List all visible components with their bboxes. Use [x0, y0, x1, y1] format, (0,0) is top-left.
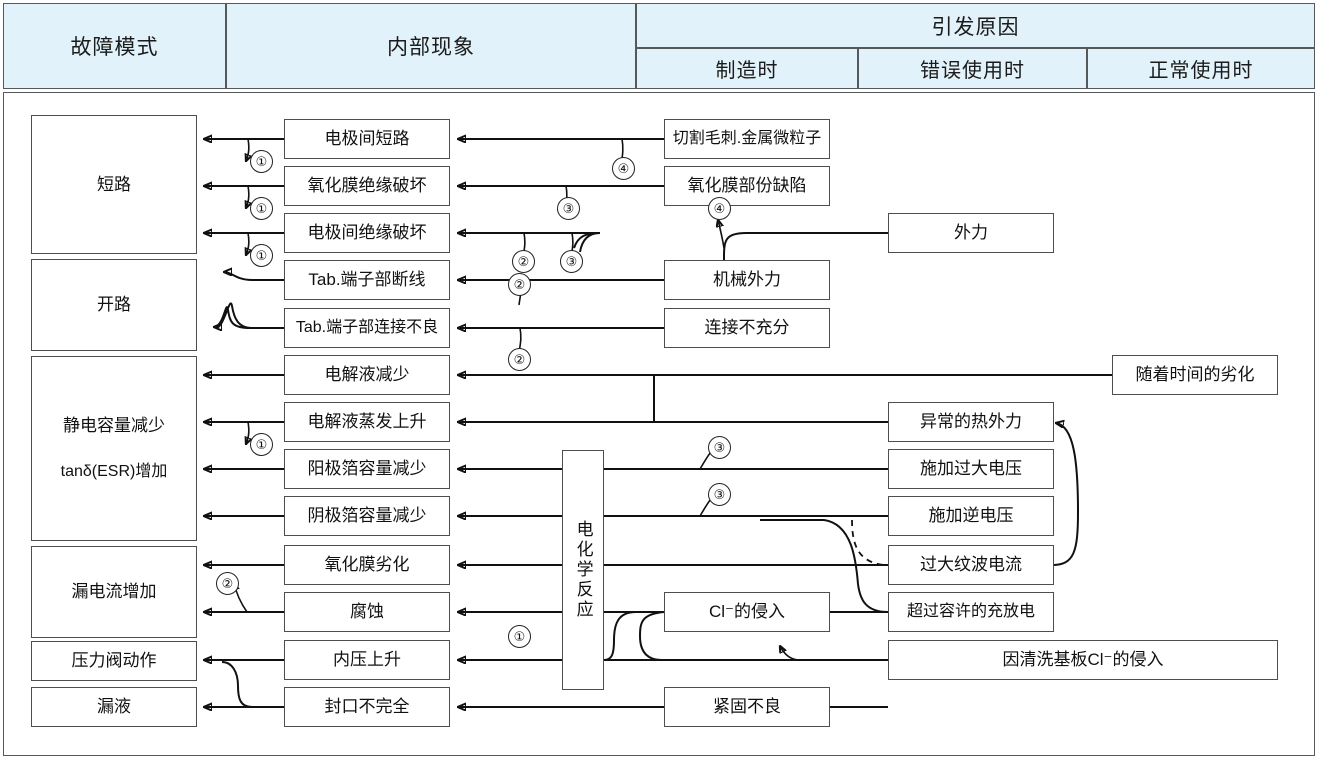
- capacitance-drop-line2: tanδ(ESR)增加: [60, 463, 168, 481]
- step-marker-2a: ②: [512, 250, 535, 273]
- step-marker-3a: ③: [557, 197, 580, 220]
- internal-box-electrolyte-decrease[interactable]: 电解液减少: [284, 355, 450, 395]
- cause-box-chloride-intrusion[interactable]: Cl⁻的侵入: [664, 592, 830, 632]
- header-cell-failure-mode: 故障模式: [3, 3, 226, 89]
- internal-box-oxide-degradation[interactable]: 氧化膜劣化: [284, 545, 450, 585]
- step-marker-3b: ③: [560, 250, 583, 273]
- step-marker-4a: ④: [612, 157, 635, 180]
- internal-box-anode-foil-capacity-drop[interactable]: 阳极箔容量减少: [284, 449, 450, 489]
- step-marker-2b: ②: [508, 273, 531, 296]
- internal-box-interelectrode-short[interactable]: 电极间短路: [284, 119, 450, 159]
- step-marker-3c: ③: [708, 436, 731, 459]
- failure-mode-box-liquid-leak[interactable]: 漏液: [31, 687, 197, 727]
- cause-box-excessive-ripple-current[interactable]: 过大纹波电流: [888, 545, 1054, 585]
- header-cell-misuse: 错误使用时: [858, 48, 1087, 89]
- failure-mode-box-capacitance-drop[interactable]: 静电容量减少 tanδ(ESR)增加: [31, 356, 197, 541]
- internal-box-electrolyte-evaporation[interactable]: 电解液蒸发上升: [284, 402, 450, 442]
- cause-box-insufficient-connection[interactable]: 连接不充分: [664, 308, 830, 348]
- cause-box-aging-over-time[interactable]: 随着时间的劣化: [1112, 355, 1278, 395]
- cause-box-abnormal-thermal-force[interactable]: 异常的热外力: [888, 402, 1054, 442]
- failure-mode-box-leakage-current[interactable]: 漏电流增加: [31, 546, 197, 638]
- header-cell-normal-use: 正常使用时: [1087, 48, 1315, 89]
- step-marker-3d: ③: [708, 483, 731, 506]
- header-cell-manufacture: 制造时: [636, 48, 858, 89]
- cause-box-burr-metal-particles[interactable]: 切割毛刺.金属微粒子: [664, 119, 830, 159]
- step-marker-2d: ②: [216, 572, 239, 595]
- step-marker-1e: ①: [508, 625, 531, 648]
- diagram-frame: [3, 92, 1315, 756]
- internal-box-electrochemical-reaction[interactable]: 电化学反应: [562, 450, 604, 690]
- cause-box-mechanical-force[interactable]: 机械外力: [664, 260, 830, 300]
- step-marker-4b: ④: [708, 197, 731, 220]
- internal-box-corrosion[interactable]: 腐蚀: [284, 592, 450, 632]
- failure-mode-box-open-circuit[interactable]: 开路: [31, 259, 197, 351]
- internal-box-interelectrode-insulation-breakdown[interactable]: 电极间绝缘破坏: [284, 213, 450, 253]
- internal-box-tab-terminal-break[interactable]: Tab.端子部断线: [284, 260, 450, 300]
- capacitance-drop-line1: 静电容量减少: [63, 415, 165, 435]
- header-cell-internal-phenomena: 内部现象: [226, 3, 636, 89]
- failure-mode-box-short-circuit[interactable]: 短路: [31, 115, 197, 254]
- cause-box-overvoltage-applied[interactable]: 施加过大电压: [888, 449, 1054, 489]
- step-marker-1d: ①: [250, 433, 273, 456]
- internal-box-oxide-insulation-breakdown[interactable]: 氧化膜绝缘破坏: [284, 166, 450, 206]
- header-cell-cause: 引发原因: [636, 3, 1315, 48]
- cause-box-poor-fastening[interactable]: 紧固不良: [664, 687, 830, 727]
- cause-box-excessive-charge-discharge[interactable]: 超过容许的充放电: [888, 592, 1054, 632]
- internal-box-internal-pressure-rise[interactable]: 内压上升: [284, 640, 450, 680]
- internal-box-incomplete-sealing[interactable]: 封口不完全: [284, 687, 450, 727]
- step-marker-1c: ①: [250, 244, 273, 267]
- internal-box-cathode-foil-capacity-drop[interactable]: 阴极箔容量减少: [284, 496, 450, 536]
- failure-mode-box-pressure-valve[interactable]: 压力阀动作: [31, 641, 197, 681]
- step-marker-1a: ①: [250, 150, 273, 173]
- step-marker-1b: ①: [250, 197, 273, 220]
- cause-box-oxide-partial-defect[interactable]: 氧化膜部份缺陷: [664, 166, 830, 206]
- internal-box-tab-terminal-poor-connection[interactable]: Tab.端子部连接不良: [284, 308, 450, 348]
- step-marker-2c: ②: [508, 348, 531, 371]
- cause-box-board-cleaning-chloride-intrusion[interactable]: 因清洗基板Cl⁻的侵入: [888, 640, 1278, 680]
- cause-box-external-force[interactable]: 外力: [888, 213, 1054, 253]
- cause-box-reverse-voltage-applied[interactable]: 施加逆电压: [888, 496, 1054, 536]
